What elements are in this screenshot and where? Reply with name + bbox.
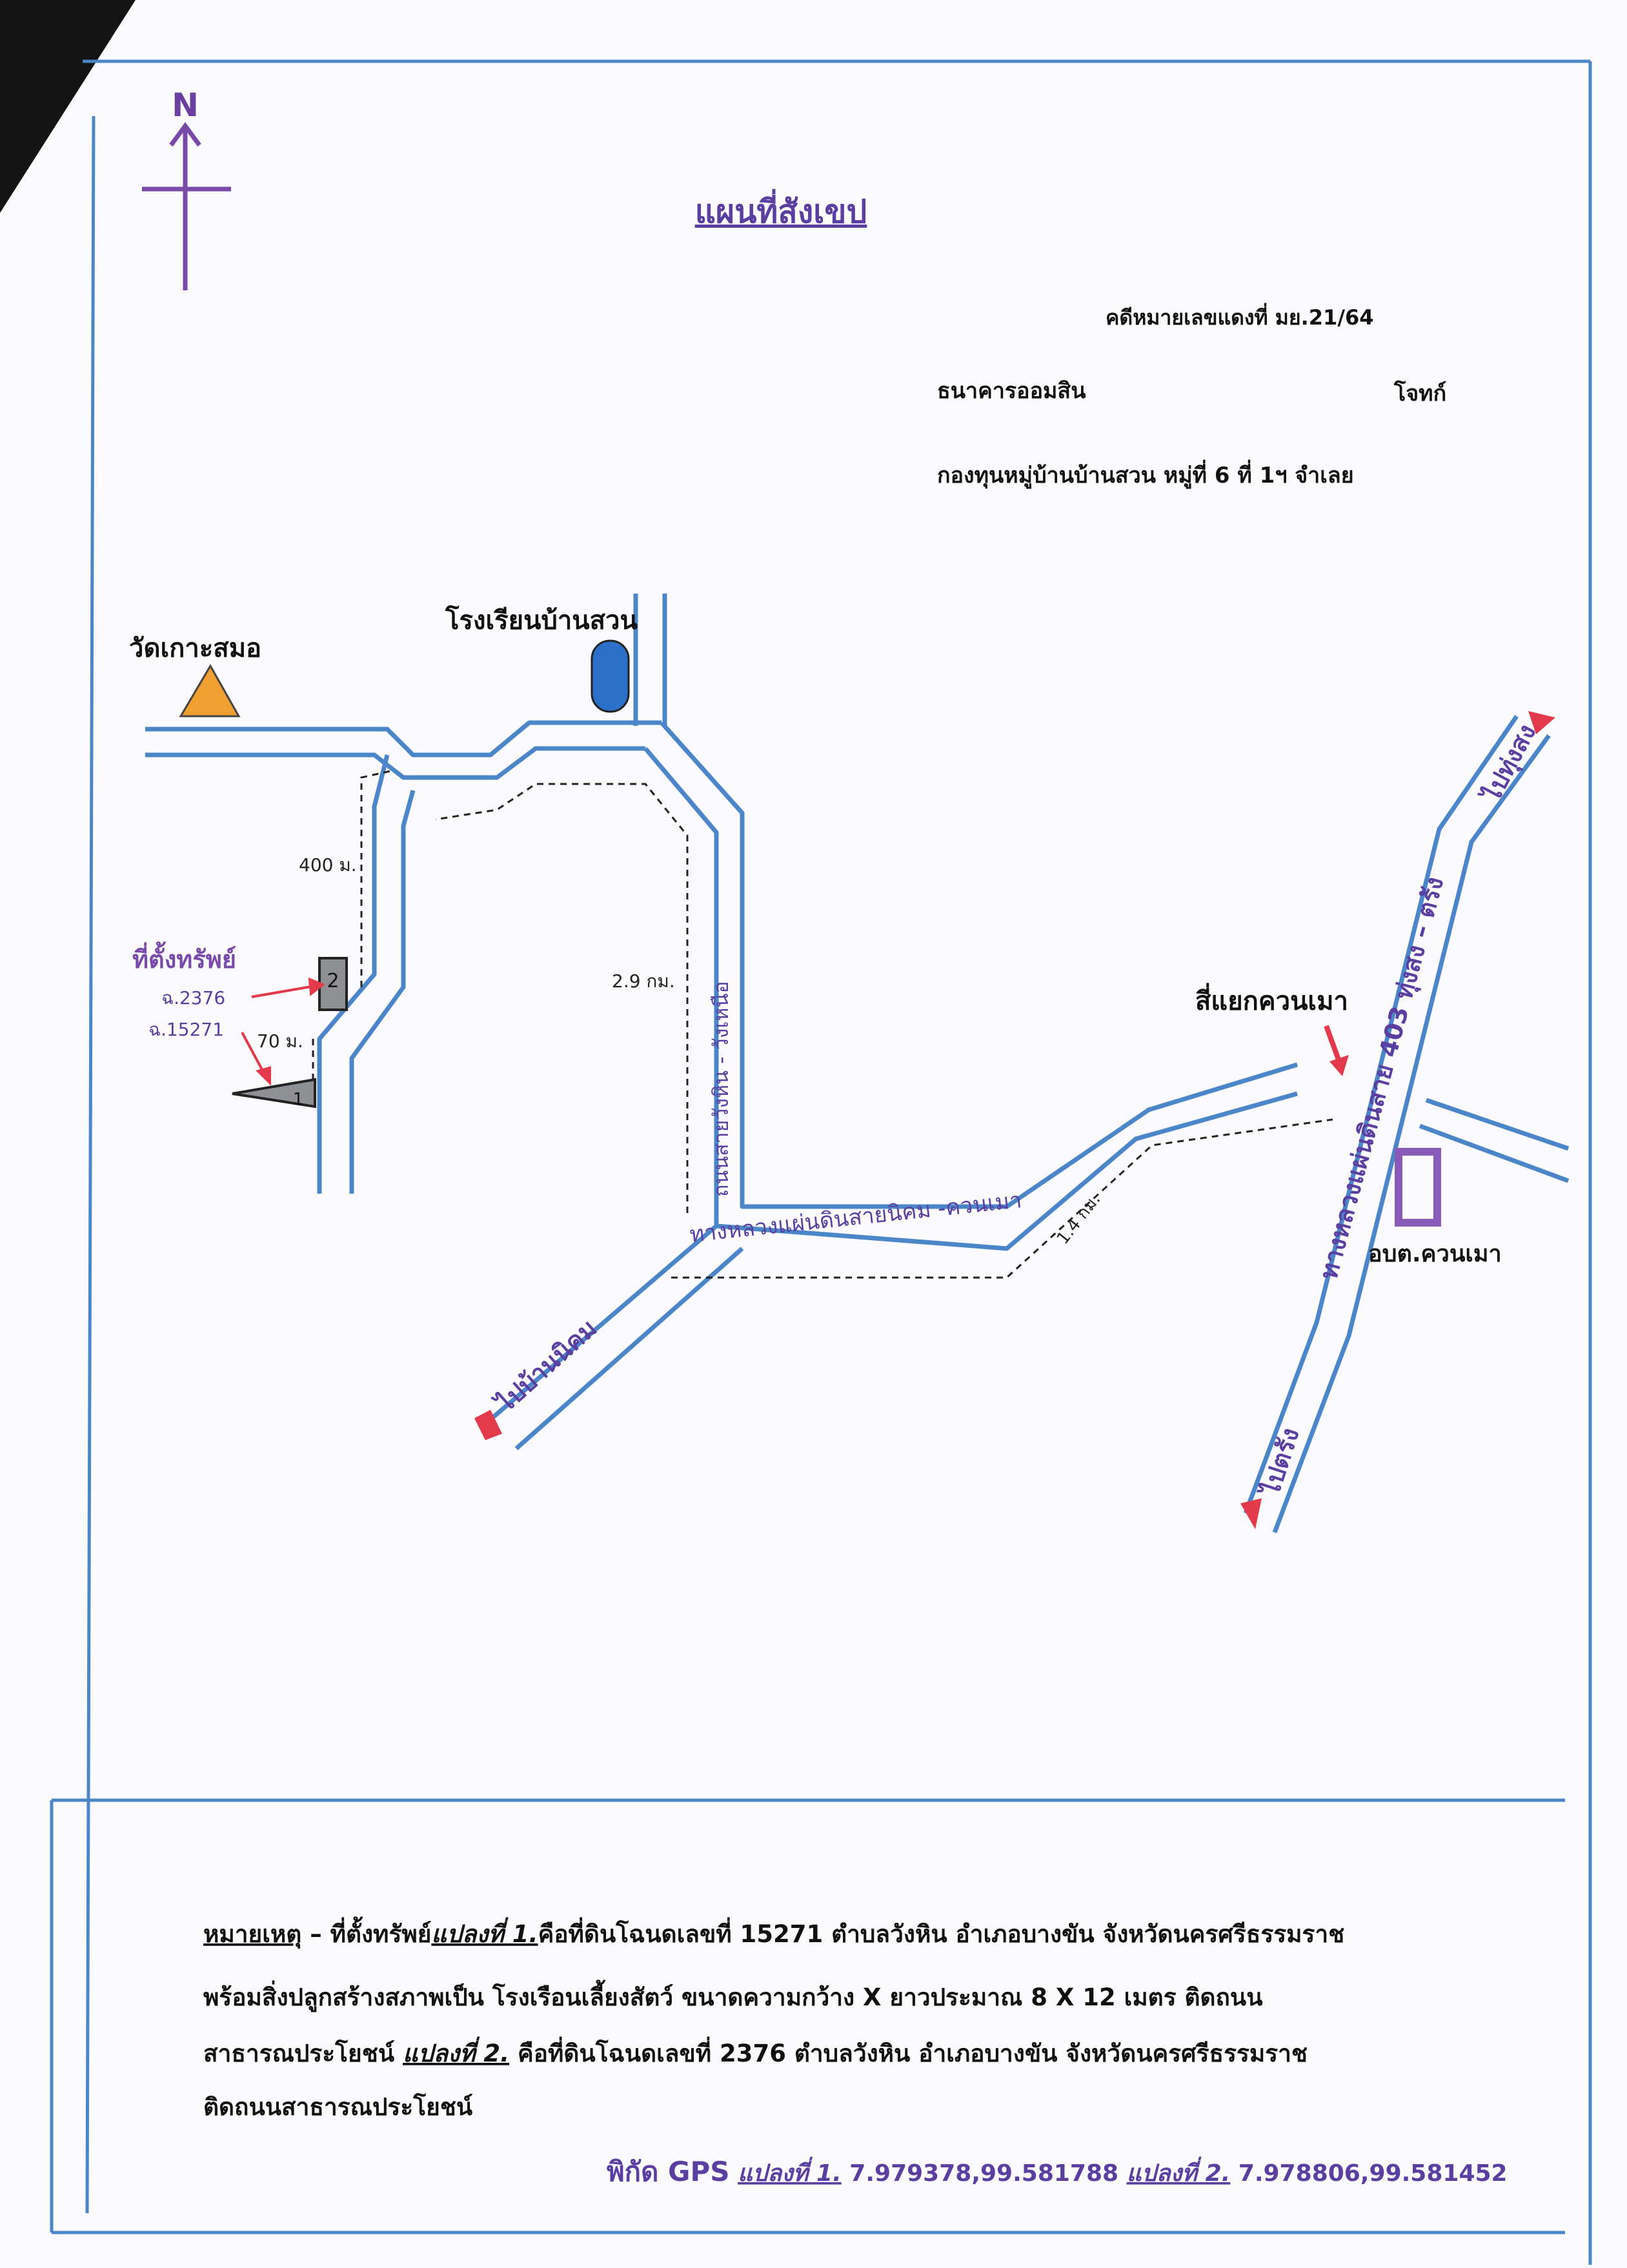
junction-label: สี่แยกควนเมา [1195, 983, 1348, 1016]
gps-plot2-label: แปลงที่ 2. [1127, 2156, 1231, 2187]
north-label: N [172, 86, 199, 124]
frame-left-edge [85, 115, 96, 2214]
deed-15271-label: ฉ.15271 [148, 1019, 224, 1040]
note-heading: หมายเหตุ [203, 1920, 301, 1949]
school-icon [591, 639, 630, 713]
note-line3-b: คือที่ดินโฉนดเลขที่ 2376 ตำบลวังหิน อำเภ… [509, 2036, 1308, 2067]
note-line3-a: สาธารณประโยชน์ [203, 2039, 403, 2067]
arrow-ban-nikhom-icon [474, 1410, 502, 1440]
arrow-thungsong-icon [1528, 711, 1555, 734]
plot-2-number: 2 [327, 970, 339, 992]
road-network [145, 594, 1570, 1534]
deed-2376-label: ฉ.2376 [161, 987, 225, 1009]
note-line1-b: คือที่ดินโฉนดเลขที่ 15271 ตำบลวังหิน อำเ… [538, 1917, 1345, 1948]
note-line-4: ติดถนนสาธารณประโยชน์ [203, 2092, 473, 2121]
temple-icon [179, 663, 241, 718]
road-wanghin-label: ถนนสายวังหิน - วังเหนือ [709, 981, 733, 1197]
gps-label: พิกัด GPS [607, 2156, 730, 2187]
plot-1-number: 1 [293, 1090, 304, 1109]
defendant-name: กองทุนหมู่บ้านบ้านสวน หมู่ที่ 6 ที่ 1ฯ จ… [937, 459, 1354, 489]
distance-70m: 70 ม. [257, 1030, 303, 1052]
distance-2-9km: 2.9 กม. [612, 970, 675, 992]
temple-label: วัดเกาะสมอ [129, 634, 261, 663]
note-line1-a: – ที่ตั้งทรัพย์ [301, 1916, 431, 1948]
gps-plot1-label: แปลงที่ 1. [738, 2156, 842, 2187]
gps-plot2-coords: 7.978806,99.581452 [1230, 2160, 1507, 2187]
page-corner-fold [0, 0, 136, 213]
plot-1-icon [232, 1078, 316, 1109]
sao-building-icon [1395, 1148, 1441, 1227]
note-line-1: หมายเหตุ – ที่ตั้งทรัพย์แปลงที่ 1.คือที่… [203, 1916, 1344, 1949]
note-line3-plot: แปลงที่ 2. [403, 2036, 509, 2067]
note-section: หมายเหตุ – ที่ตั้งทรัพย์แปลงที่ 1.คือที่… [203, 1916, 1344, 2121]
page-title: แผนที่สังเขป [695, 189, 867, 230]
gps-plot1-coords: 7.979378,99.581788 [842, 2160, 1118, 2187]
map-frame [50, 59, 1592, 2265]
arrow-trang-icon [1240, 1498, 1262, 1529]
plaintiff-role: โจทก์ [1393, 380, 1446, 406]
note-line-2: พร้อมสิ่งปลูกสร้างสภาพเป็น โรงเรือนเลี้ย… [203, 1980, 1263, 2012]
property-label: ที่ตั้งทรัพย์ [132, 941, 236, 974]
to-ban-nikhom-label: ไปบ้านนิคม [490, 1314, 602, 1419]
note-line-3: สาธารณประโยชน์ แปลงที่ 2. คือที่ดินโฉนดเ… [203, 2036, 1308, 2067]
distance-1-4km: 1.4 กม. [1053, 1190, 1105, 1248]
school-label: โรงเรียนบ้านสวน [445, 605, 638, 636]
plaintiff-name: ธนาคารออมสิน [937, 378, 1086, 404]
distance-400m: 400 ม. [299, 854, 357, 876]
route-dashed [312, 770, 1333, 1279]
property-pointers [241, 977, 325, 1086]
note-line1-plot: แปลงที่ 1. [431, 1917, 538, 1948]
north-arrow-icon [142, 122, 231, 290]
gps-line: พิกัด GPS แปลงที่ 1. 7.979378,99.581788 … [607, 2156, 1508, 2187]
sao-label: อบต.ควนเมา [1368, 1241, 1502, 1267]
case-number: คดีหมายเลขแดงที่ มย.21/64 [1106, 303, 1374, 330]
junction-pointer-icon [1324, 1025, 1349, 1076]
